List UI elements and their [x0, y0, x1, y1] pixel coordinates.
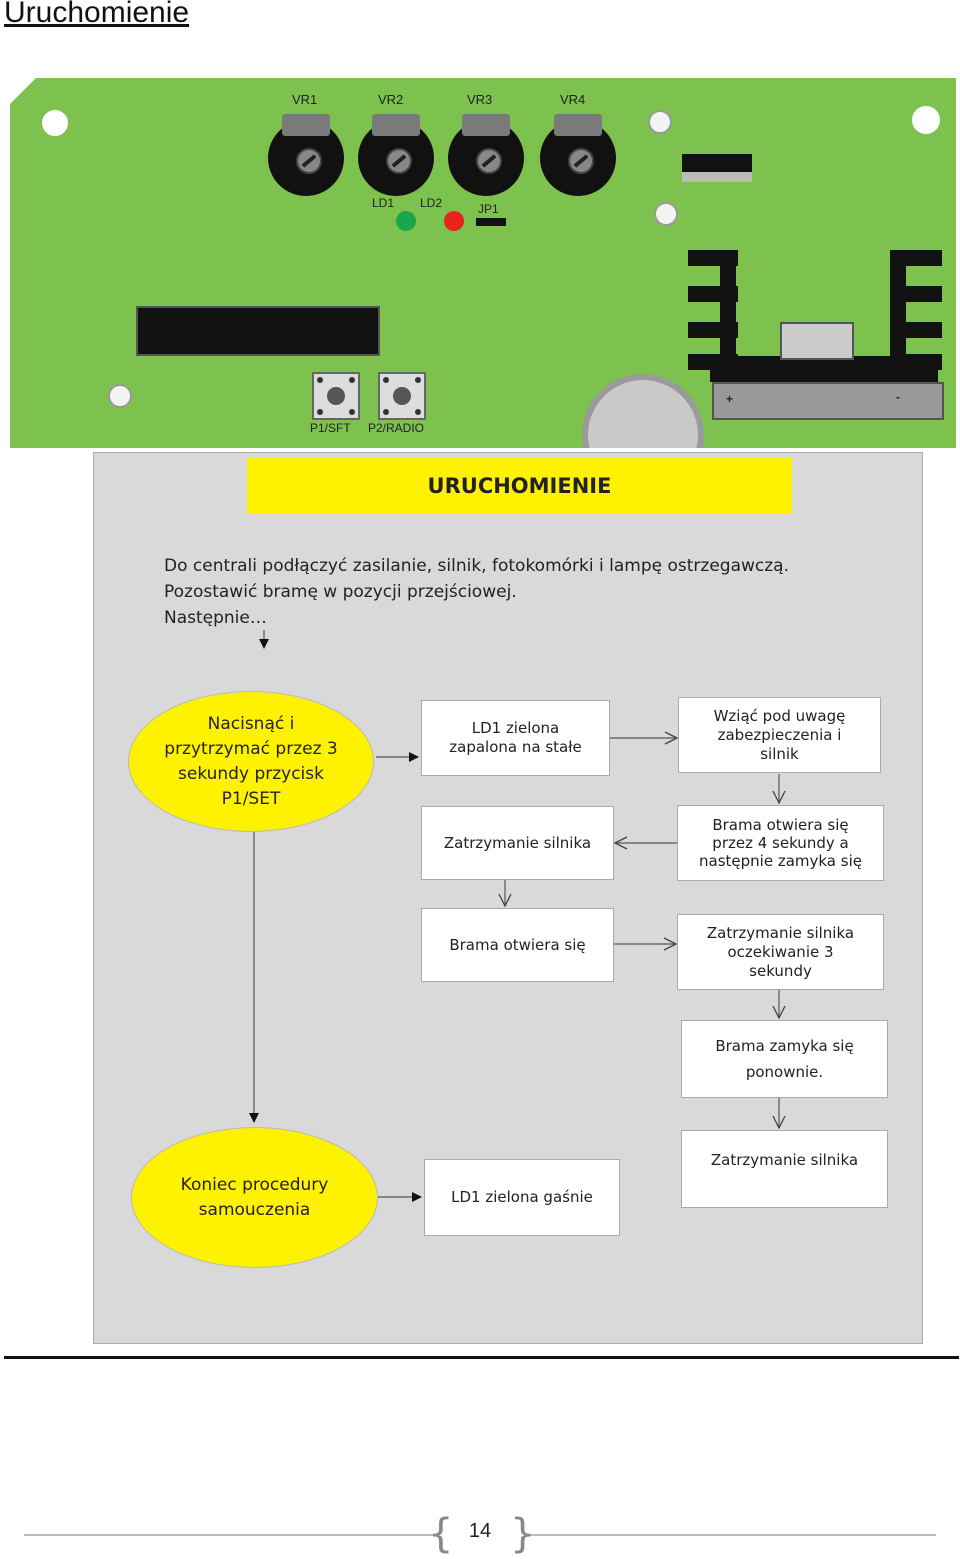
via-hole [648, 110, 672, 134]
push-button-p2 [378, 372, 426, 420]
intro-line-3: Następnie… [164, 608, 267, 628]
vr2-label: VR2 [378, 92, 404, 107]
page-number: 14 [468, 1520, 492, 1542]
terminal-strip [136, 306, 380, 356]
step-gate-open-close: Brama otwiera się przez 4 sekundy a nast… [677, 805, 884, 881]
potentiometer-vr1 [268, 114, 344, 196]
step-ld1-off: LD1 zielona gaśnie [424, 1159, 620, 1236]
vr1-label: VR1 [292, 92, 318, 107]
green-led [396, 211, 416, 231]
right-brace-icon: } [510, 1511, 536, 1557]
intro-line-1: Do centrali podłączyć zasilanie, silnik,… [164, 556, 789, 576]
start-step-ellipse: Nacisnąć i przytrzymać przez 3 sekundy p… [128, 691, 374, 832]
button-p1-label: P1/SFT [310, 421, 351, 435]
heatsink [710, 356, 938, 382]
vr3-label: VR3 [467, 92, 493, 107]
end-step-ellipse: Koniec procedury samouczenia [131, 1127, 378, 1268]
connector-block [682, 154, 752, 172]
red-led [444, 211, 464, 231]
vr4-label: VR4 [560, 92, 586, 107]
footer-rule-right [528, 1534, 936, 1536]
intro-line-2: Pozostawić bramę w pozycji przejściowej. [164, 582, 517, 602]
step-stop-motor-final: Zatrzymanie silnika [681, 1130, 888, 1208]
step-gate-opens: Brama otwiera się [421, 908, 614, 982]
minus-label: - [896, 390, 900, 404]
fuse [780, 322, 854, 360]
page-heading: Uruchomienie [4, 0, 190, 29]
potentiometer-vr4 [540, 114, 616, 196]
mounting-hole [42, 110, 68, 136]
potentiometer-vr3 [448, 114, 524, 196]
via-hole [654, 202, 678, 226]
step-gate-closes-again: Brama zamyka się ponownie. [681, 1020, 888, 1098]
jp1-label: JP1 [478, 202, 499, 216]
ld2-label: LD2 [420, 196, 443, 210]
ld1-label: LD1 [372, 196, 395, 210]
via-hole [108, 384, 132, 408]
button-p2-label: P2/RADIO [368, 421, 425, 435]
push-button-p1 [312, 372, 360, 420]
potentiometer-vr2 [358, 114, 434, 196]
step-ld1-on: LD1 zielona zapalona na stałe [421, 700, 610, 776]
flowchart-title: URUCHOMIENIE [247, 458, 792, 514]
mounting-hole [912, 106, 940, 134]
control-board-illustration: VR1 VR2 VR3 VR4 LD1 LD2 JP1 P1/SFT P2/RA… [10, 78, 956, 448]
footer-rule-left [24, 1534, 434, 1536]
power-connector [712, 382, 944, 420]
step-stop-wait: Zatrzymanie silnika oczekiwanie 3 sekund… [677, 914, 884, 990]
jumper-jp1 [476, 218, 506, 226]
plus-label: + [726, 392, 734, 406]
step-stop-motor: Zatrzymanie silnika [421, 806, 614, 880]
step-safety: Wziąć pod uwagę zabezpieczenia i silnik [678, 697, 881, 773]
left-brace-icon: { [428, 1511, 454, 1557]
page-divider [4, 1356, 959, 1359]
